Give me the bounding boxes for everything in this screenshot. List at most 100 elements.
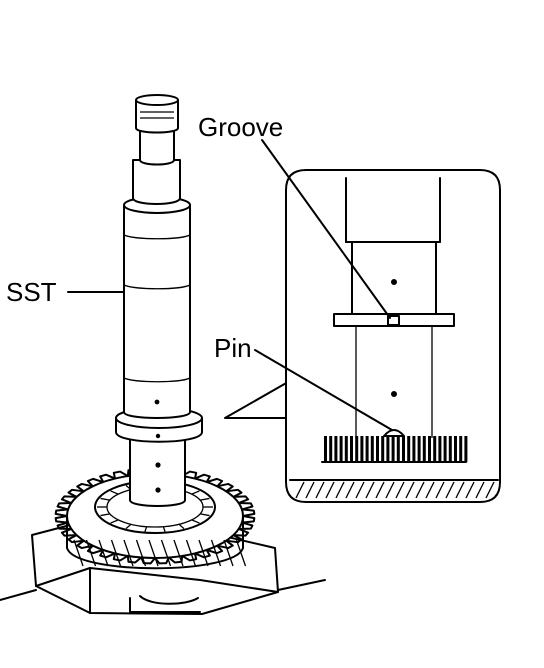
gear-helix-line: [210, 539, 222, 567]
spline-mark: [110, 490, 119, 495]
gear-tooth: [140, 556, 156, 565]
hatch-line: [335, 481, 345, 499]
detail-tooth: [376, 436, 379, 462]
gear-tooth: [193, 548, 211, 559]
gear-tooth: [54, 508, 70, 517]
gear-tooth: [76, 539, 94, 550]
gear-tooth: [225, 488, 243, 498]
gear-helix-line: [135, 539, 147, 567]
sst-tool: [115, 94, 203, 507]
gear-tooth: [99, 473, 117, 484]
gear-tooth: [76, 482, 94, 493]
gear-tooth: [60, 495, 78, 505]
detail-tooth: [360, 436, 364, 462]
groove-label: Groove: [198, 112, 284, 142]
spline-mark: [199, 513, 210, 517]
hatch-line: [425, 481, 435, 499]
hatch-line: [415, 481, 425, 499]
gear-helix-line: [198, 539, 209, 567]
hatch-line: [405, 481, 415, 499]
hatch-line: [365, 481, 375, 499]
detail-tooth: [329, 436, 333, 462]
hatch-line: [445, 481, 455, 499]
hatch-line: [435, 481, 445, 499]
pin-leader: [254, 349, 393, 431]
gear-tooth: [99, 548, 117, 559]
spline-mark: [100, 513, 111, 517]
spline-mark: [144, 526, 148, 532]
gear-helix-line: [223, 539, 234, 567]
gear-tooth: [240, 508, 256, 517]
spline-mark: [178, 523, 185, 530]
gear-helix-line: [160, 539, 172, 567]
sst-label: SST: [6, 277, 57, 307]
hatch-line: [345, 481, 355, 499]
detail-tooth: [334, 436, 338, 462]
detail-inset: [285, 169, 501, 503]
gear-tooth: [216, 539, 234, 550]
detail-tooth: [381, 436, 385, 462]
gear-tooth: [112, 552, 129, 562]
spline-mark: [191, 490, 200, 495]
detail-tooth: [407, 436, 411, 462]
hatch-line: [305, 481, 315, 499]
gear-tooth: [225, 534, 243, 544]
gear-tooth: [237, 502, 254, 511]
hatch-line: [395, 481, 405, 499]
gear-helix-line: [235, 539, 247, 567]
gear-helix-line: [148, 539, 159, 567]
spline-mark: [162, 526, 166, 532]
hatch-line: [385, 481, 395, 499]
detail-tooth: [350, 436, 353, 462]
gear-tooth: [232, 495, 250, 505]
pin-label: Pin: [214, 333, 252, 363]
spline-mark: [199, 497, 210, 501]
detail-tooth: [324, 436, 327, 462]
detail-tooth: [396, 436, 400, 462]
detail-tooth: [443, 436, 447, 462]
detail-tooth: [391, 436, 395, 462]
gear-tooth: [167, 554, 184, 564]
gear-tooth: [54, 515, 70, 524]
spline-mark: [110, 519, 119, 524]
detail-tooth: [355, 436, 359, 462]
detail-tooth: [433, 436, 437, 462]
detail-tooth: [402, 436, 405, 462]
gear-tooth: [205, 544, 224, 555]
spline-mark: [100, 497, 111, 501]
gear-tooth: [205, 477, 224, 488]
detail-tooth: [339, 436, 343, 462]
gear-helix-line: [173, 539, 184, 567]
gear-tooth: [216, 482, 234, 493]
hatch-line: [375, 481, 385, 499]
hatch-line: [465, 481, 475, 499]
detail-tooth: [412, 436, 416, 462]
detail-tooth: [386, 436, 390, 462]
gear-helix-line: [98, 539, 109, 567]
detail-tooth: [448, 436, 452, 462]
detail-tooth: [454, 436, 457, 462]
spline-mark: [191, 519, 200, 524]
gear-tooth: [154, 556, 170, 565]
gear-tooth: [56, 502, 73, 511]
gear-tooth: [237, 521, 254, 530]
hatch-line: [295, 481, 305, 499]
hatch-line: [355, 481, 365, 499]
detail-tooth: [428, 436, 431, 462]
detail-tooth: [365, 436, 369, 462]
gear-tooth: [67, 534, 85, 544]
gear-tooth: [86, 477, 105, 488]
detail-tooth: [417, 436, 421, 462]
detail-tooth: [422, 436, 426, 462]
spline-mark: [125, 523, 132, 530]
gear-tooth: [181, 470, 198, 480]
detail-tooth: [464, 436, 468, 462]
detail-tooth: [438, 436, 442, 462]
detail-tooth: [344, 436, 348, 462]
gear-tooth: [112, 470, 129, 480]
gear-helix-line: [85, 539, 97, 567]
gear-helix-line: [110, 539, 122, 567]
hatch-line: [455, 481, 465, 499]
groove-leader: [261, 139, 391, 319]
hatch-line: [315, 481, 325, 499]
